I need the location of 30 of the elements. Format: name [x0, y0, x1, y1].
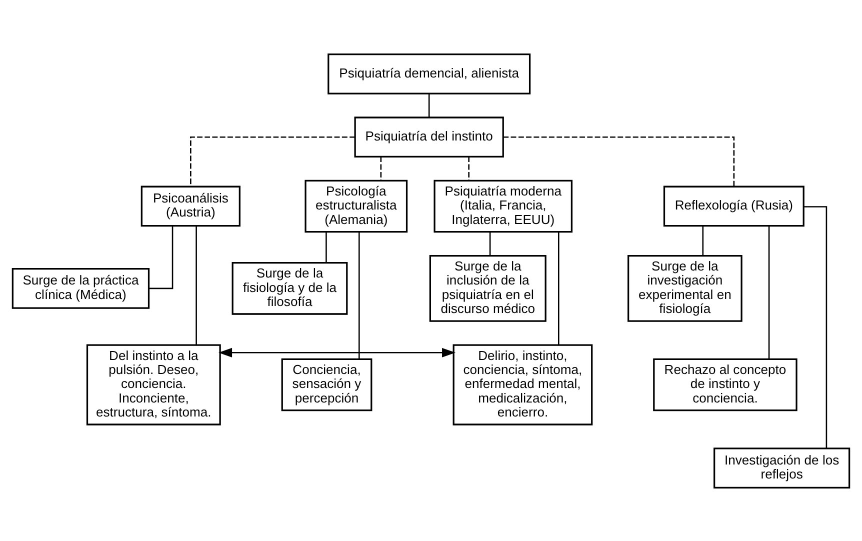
- connector: [558, 232, 560, 344]
- connector: [768, 226, 770, 359]
- node-box: Surge de la práctica clínica (Médica): [12, 268, 150, 308]
- connector: [489, 232, 491, 256]
- node-box: Del instinto a la pulsión. Deseo, conciencia. Inconciente, estructura, síntoma.: [86, 344, 221, 425]
- connector: [326, 232, 327, 262]
- arrow: [218, 347, 456, 357]
- connector: [196, 226, 197, 344]
- node-box: Psicología estructuralista (Alemania): [304, 179, 408, 232]
- connector: [358, 232, 360, 359]
- node-box: Surge de la investigación experimental en fisiología: [628, 254, 742, 322]
- connector: [702, 226, 704, 256]
- connector: [503, 136, 735, 186]
- node-box: Delirio, instinto, conciencia, síntoma, enfermedad mental, medicalización, encierro.: [452, 344, 593, 425]
- node-box: Surge de la fisiología y de la filosofía: [232, 262, 348, 314]
- node-box: Surge de la inclusión de la psiquiatría en el discurso médico: [429, 254, 546, 322]
- node-box: Reflexología (Rusia): [663, 185, 804, 226]
- connector: [804, 206, 828, 448]
- connector: [190, 136, 355, 186]
- node-box: Investigación de los reflejos: [714, 447, 850, 488]
- connector: [148, 226, 174, 289]
- node-box: Rechazo al concepto de instinto y conciencia.: [653, 358, 798, 411]
- node-box: Psiquiatría del instinto: [354, 116, 504, 157]
- node-box: Conciencia, sensación y percepción: [281, 358, 372, 411]
- node-box: Psiquiatría demencial, alienista: [328, 53, 531, 94]
- node-box: Psiquiatría moderna (Italia, Francia, Inglaterra, EEUU): [434, 179, 573, 232]
- connector: [380, 156, 382, 180]
- node-box: Psicoanálisis (Austria): [140, 185, 240, 226]
- connector: [468, 156, 470, 180]
- connector: [428, 93, 430, 117]
